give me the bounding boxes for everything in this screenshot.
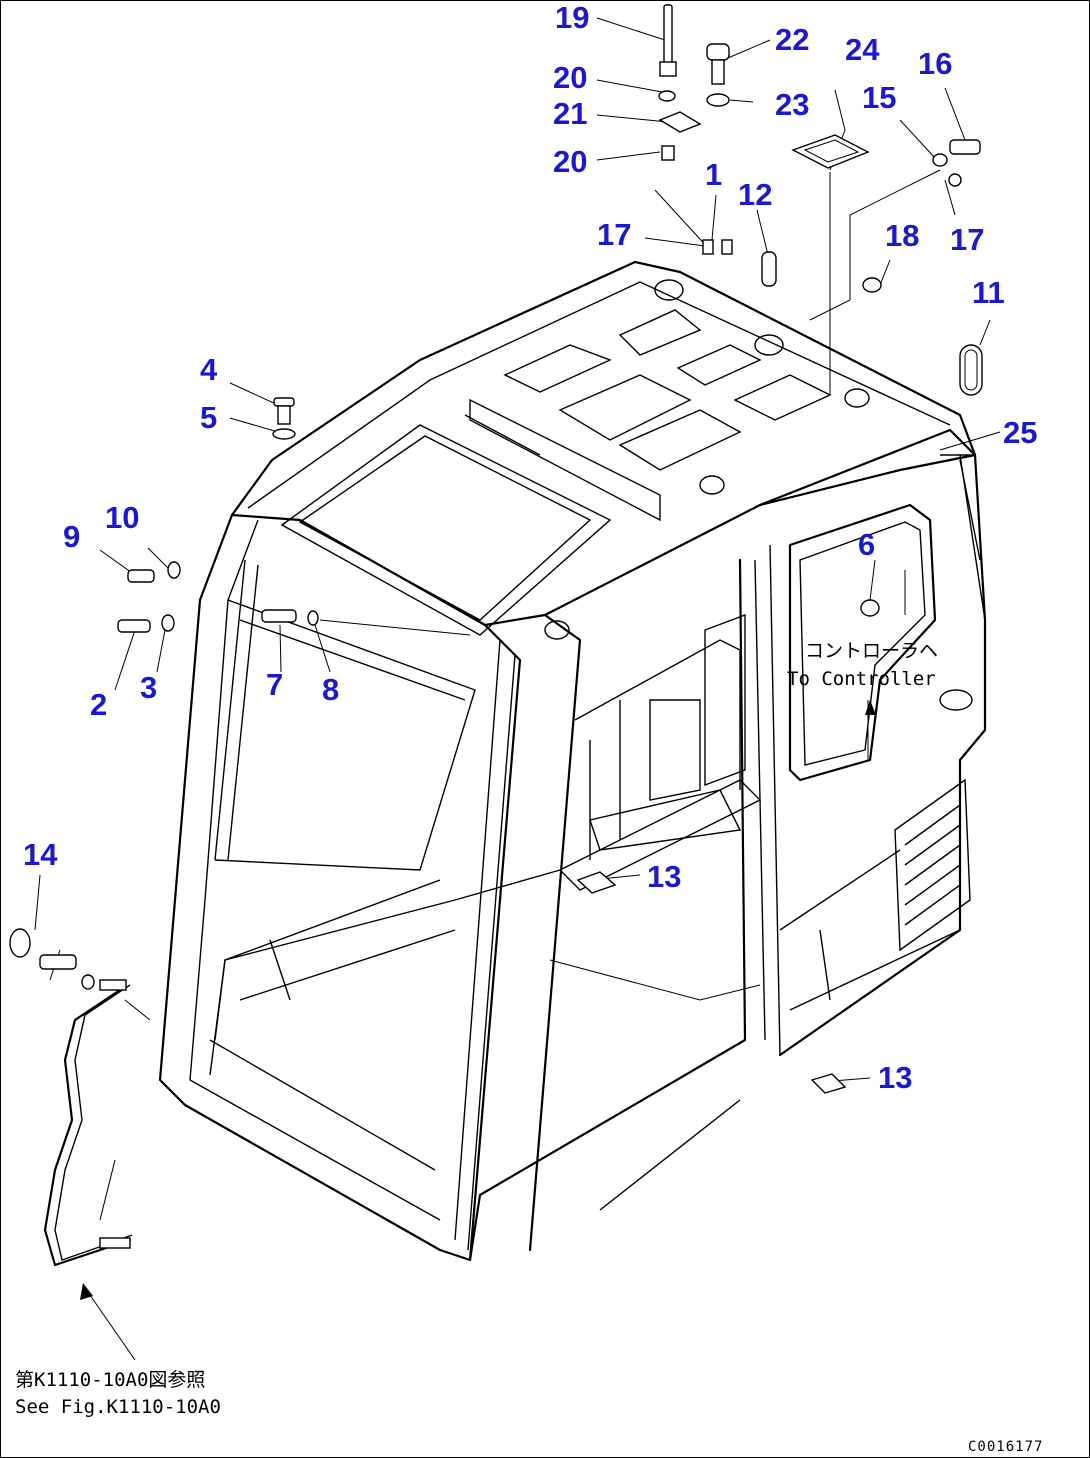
callout-1: 1 — [705, 157, 722, 192]
drawing-code: C0016177 — [968, 1439, 1043, 1455]
cover-24 — [791, 134, 870, 169]
washer-23 — [706, 93, 730, 107]
callout-15: 15 — [862, 80, 896, 115]
callout-18: 18 — [885, 218, 919, 253]
washer-8 — [307, 610, 319, 626]
callout-13-upper: 13 — [647, 859, 681, 894]
seal-11 — [959, 344, 983, 396]
washer-5 — [272, 428, 296, 440]
callout-20-lower: 20 — [553, 144, 587, 179]
bolt-22 — [706, 43, 730, 61]
clip-13-upper — [576, 871, 617, 894]
callout-16: 16 — [918, 46, 952, 81]
antenna-cable — [43, 988, 132, 1267]
bolt-2 — [117, 619, 151, 633]
antenna-base — [659, 61, 677, 77]
callout-11: 11 — [972, 275, 1005, 310]
washer-10 — [167, 561, 181, 579]
callout-labels: 19 22 24 16 20 23 15 21 20 1 12 17 18 17… — [23, 0, 1037, 1095]
callout-4: 4 — [200, 352, 218, 387]
notes: コントローラヘ To Controller 第K1110-10A0図参照 See… — [15, 640, 1043, 1455]
callout-13-lower: 13 — [878, 1060, 912, 1095]
callout-2: 2 — [90, 687, 107, 722]
note-controller-jp: コントローラヘ — [805, 640, 938, 662]
part-18 — [862, 277, 882, 293]
callout-24: 24 — [845, 32, 880, 67]
callout-7: 7 — [266, 667, 283, 702]
washer-15 — [932, 153, 948, 167]
callout-22: 22 — [775, 22, 809, 57]
washer-14 — [81, 974, 95, 990]
callout-9: 9 — [63, 519, 80, 554]
part-6 — [860, 599, 880, 617]
callout-19: 19 — [555, 0, 589, 35]
callout-3: 3 — [140, 670, 157, 705]
nut-20-lower — [661, 145, 675, 161]
clip-1 — [721, 239, 733, 255]
callout-25: 25 — [1003, 415, 1037, 450]
grommet-14 — [9, 928, 31, 958]
bolt-14 — [39, 954, 77, 970]
callout-23: 23 — [775, 87, 809, 122]
callout-10: 10 — [105, 500, 139, 535]
bolt-4-head — [273, 397, 295, 407]
washer-20-upper — [658, 90, 676, 102]
clip-13-lower — [810, 1073, 847, 1094]
hardware-parts — [9, 4, 983, 1267]
cab-frame-drawing — [158, 260, 987, 1262]
cable-connector-upper — [99, 979, 127, 991]
callout-17-left: 17 — [597, 217, 631, 252]
gasket-12 — [761, 251, 777, 287]
callout-12: 12 — [738, 177, 772, 212]
note-see-fig-jp: 第K1110-10A0図参照 — [15, 1369, 205, 1391]
note-see-fig-en: See Fig.K1110-10A0 — [15, 1396, 221, 1418]
callout-21: 21 — [553, 96, 587, 131]
clip-17-right — [948, 173, 962, 187]
cable-connector-lower — [99, 1237, 131, 1249]
plate-21 — [658, 111, 702, 133]
bolt-16 — [949, 139, 981, 155]
bolt-4-shank — [277, 405, 291, 425]
callout-14: 14 — [23, 837, 58, 872]
clip-17-left — [702, 239, 714, 255]
note-controller-en: To Controller — [787, 668, 936, 690]
bolt-22-shank — [711, 59, 725, 85]
callout-6: 6 — [858, 527, 875, 562]
callout-17-right: 17 — [950, 222, 984, 257]
washer-3 — [161, 614, 175, 632]
callout-8: 8 — [322, 672, 339, 707]
callout-20-upper: 20 — [553, 60, 587, 95]
callout-5: 5 — [200, 400, 217, 435]
bolt-7 — [261, 609, 297, 623]
antenna-rod — [663, 4, 673, 68]
bolt-9 — [127, 569, 155, 583]
